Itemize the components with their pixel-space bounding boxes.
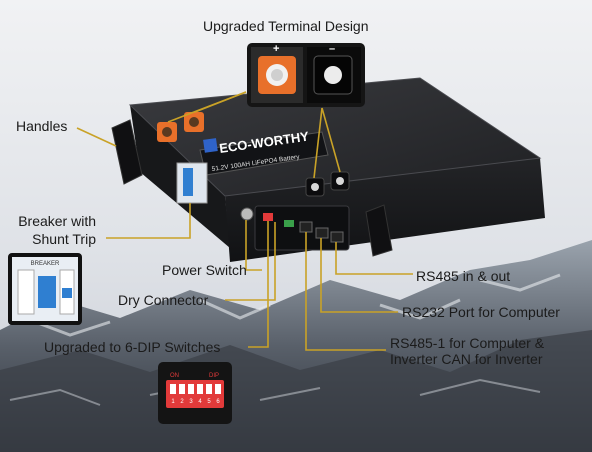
- label-dip-switches: Upgraded to 6-DIP Switches: [44, 339, 221, 355]
- dip-numbers: 1 2 3 4 5 6: [171, 399, 220, 405]
- power-switch: [240, 207, 254, 221]
- label-rs485-io: RS485 in & out: [416, 268, 511, 284]
- label-breaker-line1: Breaker with: [18, 213, 96, 229]
- svg-text:5: 5: [207, 399, 211, 405]
- breaker-caption: BREAKER: [31, 261, 60, 267]
- svg-text:3: 3: [189, 399, 193, 405]
- svg-text:–: –: [329, 43, 335, 55]
- left-handle: [111, 119, 143, 185]
- dry-connector-port: [284, 220, 294, 227]
- svg-text:2: 2: [180, 399, 184, 405]
- label-handles: Handles: [16, 118, 68, 134]
- dip-switch-block: [263, 213, 273, 221]
- label-breaker-line2: Shunt Trip: [32, 231, 96, 247]
- breaker-toggle: [38, 276, 56, 308]
- dip-toggles: [170, 384, 221, 394]
- right-handle: [365, 204, 393, 257]
- callout-lines: [76, 91, 413, 351]
- label-rs485-1-line2: Inverter CAN for Inverter: [390, 351, 543, 367]
- label-rs232: RS232 Port for Computer: [402, 304, 560, 320]
- svg-text:1: 1: [171, 399, 175, 405]
- label-terminal-design: Upgraded Terminal Design: [203, 18, 369, 34]
- svg-text:6: 6: [216, 399, 220, 405]
- svg-text:+: +: [273, 43, 279, 55]
- label-power-switch: Power Switch: [162, 262, 247, 278]
- rs485-1-port: [299, 221, 313, 233]
- label-dry-connector: Dry Connector: [118, 292, 209, 308]
- label-rs485-1-line1: RS485-1 for Computer &: [390, 335, 545, 351]
- dip-label: DIP: [209, 373, 219, 379]
- rs232-port: [315, 227, 329, 239]
- rs485-port: [330, 231, 344, 243]
- svg-text:4: 4: [198, 399, 202, 405]
- brand-logo-icon: [203, 138, 218, 153]
- dip-on-label: ON: [170, 373, 179, 379]
